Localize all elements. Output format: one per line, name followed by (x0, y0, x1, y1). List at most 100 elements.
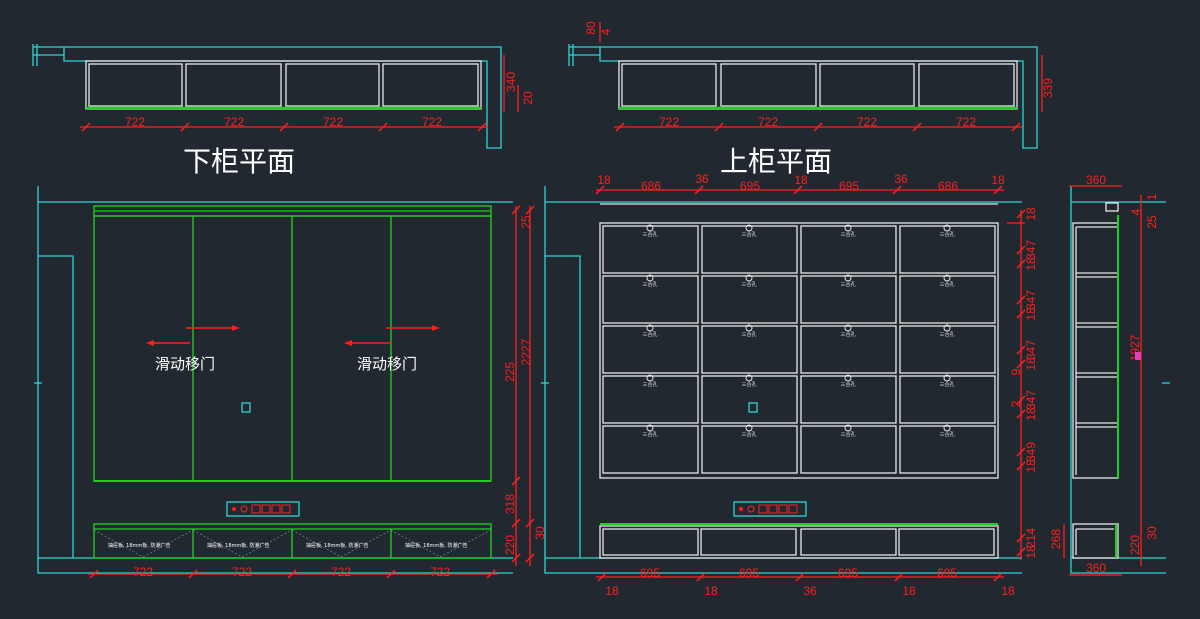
dim-label: 347 (1024, 290, 1038, 310)
dim-label: 25 (519, 215, 533, 229)
handle-mark: 三合孔 (840, 281, 855, 288)
plan-wall-outline (569, 46, 1038, 149)
plan-cabinet-bay (918, 63, 1015, 107)
cabinet-cell (800, 325, 897, 374)
dim-label: 30 (533, 526, 547, 540)
side-top-cap (1105, 202, 1119, 212)
dim-label: 225 (503, 362, 517, 382)
arrowhead (344, 340, 352, 346)
dim-label: 18 (1024, 459, 1038, 473)
handle-icon (844, 374, 852, 382)
dim-label: 18 (1024, 257, 1038, 271)
arrowhead (232, 325, 240, 331)
drawer-note: 抽屉板, 18mm板, 防潮广告 (207, 542, 269, 549)
handle-icon (745, 424, 753, 432)
cabinet-cell (800, 225, 897, 274)
dim-label: 18 (704, 584, 718, 598)
handle-mark: 三合孔 (642, 431, 657, 438)
drawer-note: 抽屉板, 18mm板, 防潮广告 (405, 542, 467, 549)
dim-tick (1016, 259, 1026, 269)
lower-cabinet-plan: 722 722 722 722 340 20 下柜平面 (32, 44, 535, 178)
handle-icon (844, 424, 852, 432)
wall-outline (1070, 186, 1166, 574)
handle-icon (943, 374, 951, 382)
dim-label: 722 (125, 115, 145, 129)
dim-label: 18 (1024, 407, 1038, 421)
dim-label: 360 (1086, 173, 1106, 187)
handle-icon (844, 274, 852, 282)
dim-label: 347 (1024, 390, 1038, 410)
dim-label: 347 (1024, 340, 1038, 360)
plan-cabinet-frame (85, 60, 482, 110)
dim-label: 686 (641, 179, 661, 193)
plan-cabinet-bay (720, 63, 817, 107)
dim-label: 722 (956, 115, 976, 129)
handle-mark: 三合孔 (840, 331, 855, 338)
base-drawer (898, 528, 995, 556)
handle-icon (745, 274, 753, 282)
socket-icons (232, 504, 291, 514)
upper-cabinet-frame (599, 222, 999, 479)
dim-ticks (615, 122, 1021, 132)
cabinet-cell (701, 275, 798, 324)
plan-wall-outline (33, 46, 502, 149)
plan-cabinet-bay (88, 63, 183, 107)
cabinet-cell (899, 275, 996, 324)
column-outline (38, 255, 74, 558)
drawer-hatch (93, 529, 492, 558)
dim-label: 214 (1024, 528, 1038, 548)
dim-label: 18 (1024, 207, 1038, 221)
dim-label: 722 (331, 565, 351, 579)
dim-label: 268 (1049, 529, 1063, 549)
dim-label: 722 (232, 565, 252, 579)
dim-label: 9 (1009, 368, 1023, 375)
dim-label: 18 (1024, 307, 1038, 321)
dim-label: 36 (695, 172, 709, 186)
dim-label: 220 (503, 535, 517, 555)
plan-cabinet-bay (285, 63, 380, 107)
plan-cabinet-bay (621, 63, 717, 107)
socket-icons (739, 504, 798, 514)
handle-mark: 三合孔 (741, 231, 756, 238)
dim-tick (1016, 461, 1026, 471)
dim-label: 349 (1024, 442, 1038, 462)
handle-mark: 三合孔 (642, 281, 657, 288)
cabinet-cell (899, 325, 996, 374)
base-drawer (800, 528, 897, 556)
dim-tick (1016, 547, 1026, 557)
handle-mark: 三合孔 (939, 281, 954, 288)
dim-ticks (89, 569, 496, 579)
upper-plan-title: 上柜平面 (720, 145, 832, 178)
handle-mark: 三合孔 (939, 331, 954, 338)
dim-label: 695 (739, 566, 759, 580)
switch-box (748, 402, 758, 413)
upper-cabinet-plan: 722 722 722 722 339 80 4 上柜平面 (568, 21, 1055, 178)
power-strip (226, 501, 300, 517)
sliding-door-label: 滑动移门 (155, 355, 215, 373)
base-drawer (602, 528, 699, 556)
arrowhead (432, 325, 440, 331)
base-cabinet (599, 525, 999, 559)
dim-label: 80 (584, 21, 598, 35)
dim-label: 695 (740, 179, 760, 193)
dim-label: 20 (521, 91, 535, 105)
middle-elevation: 三合孔三合孔三合孔三合孔三合孔三合孔三合孔三合孔三合孔三合孔三合孔三合孔三合孔三… (541, 172, 1038, 598)
handle-mark: 三合孔 (642, 381, 657, 388)
power-strip (733, 501, 807, 517)
lower-plan-title: 下柜平面 (183, 145, 295, 178)
drawer-note: 抽屉板, 18mm板, 防潮广告 (306, 542, 368, 549)
dim-label: 18 (597, 173, 611, 187)
plan-cabinet-bay (819, 63, 915, 107)
dim-ticks (511, 205, 535, 563)
cabinet-cell (602, 325, 699, 374)
dim-label: 722 (857, 115, 877, 129)
handle-mark: 三合孔 (840, 431, 855, 438)
dim-tick (1016, 309, 1026, 319)
dim-label: 4 (1129, 208, 1143, 215)
handle-mark: 三合孔 (741, 431, 756, 438)
dim-label: 36 (894, 172, 908, 186)
dim-label: 722 (430, 565, 450, 579)
cabinet-cell (899, 375, 996, 424)
